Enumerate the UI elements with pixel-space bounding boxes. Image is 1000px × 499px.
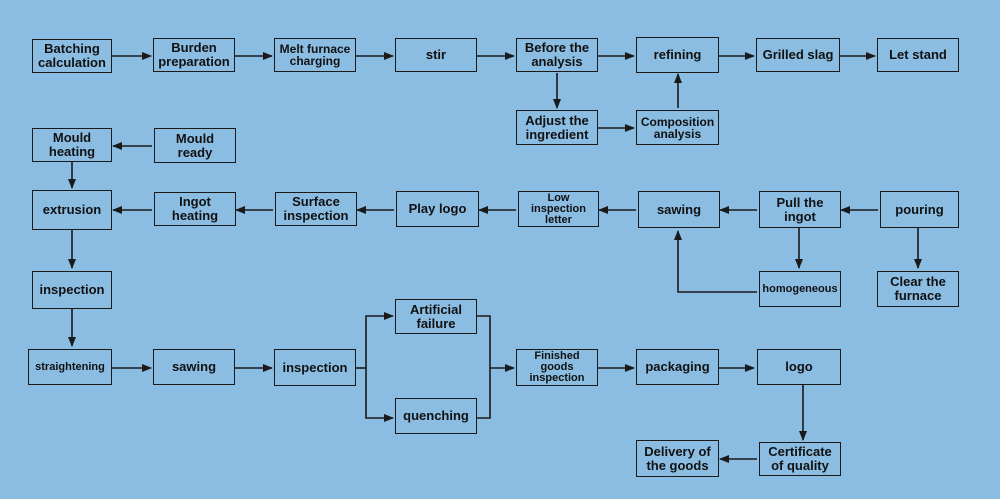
node-label: Melt furnace charging	[279, 42, 351, 68]
node-burden-preparation: Burden preparation	[153, 38, 235, 72]
node-inspection-left: inspection	[32, 271, 112, 309]
node-label: quenching	[403, 408, 469, 423]
node-pull-ingot: Pull the ingot	[759, 191, 841, 228]
node-label: inspection	[39, 282, 105, 297]
node-stir: stir	[395, 38, 477, 72]
node-label: Batching calculation	[38, 41, 106, 70]
node-label: refining	[653, 47, 702, 62]
node-label: Ingot heating	[171, 194, 219, 223]
node-label: Clear the furnace	[890, 274, 946, 303]
node-quenching: quenching	[395, 398, 477, 434]
node-label: stir	[425, 47, 447, 62]
node-certificate-of-quality: Certificate of quality	[759, 442, 841, 476]
node-refining: refining	[636, 37, 719, 73]
node-label: homogeneous	[762, 282, 838, 295]
node-homogeneous: homogeneous	[759, 271, 841, 307]
node-label: Surface inspection	[283, 194, 349, 223]
line-artificial-merge	[477, 315, 491, 368]
arrow-branch-to-quenching	[365, 368, 394, 422]
node-grilled-slag: Grilled slag	[756, 38, 840, 72]
node-batching-calculation: Batching calculation	[32, 39, 112, 73]
node-sawing-upper: sawing	[638, 191, 720, 228]
node-label: Pull the ingot	[776, 194, 824, 224]
node-label: sawing	[656, 201, 702, 217]
node-melt-furnace-charging: Melt furnace charging	[274, 38, 356, 72]
node-label: packaging	[645, 359, 710, 374]
node-mould-ready: Mould ready	[154, 128, 236, 163]
node-low-inspection-letter: Low inspection letter	[518, 191, 599, 227]
node-label: Artificial failure	[409, 301, 462, 331]
node-label: Certificate of quality	[768, 444, 832, 473]
node-label: Play logo	[408, 201, 467, 216]
node-label: sawing	[171, 359, 217, 374]
node-label: Before the analysis	[524, 40, 590, 69]
node-label: extrusion	[42, 202, 102, 217]
node-artificial-failure: Artificial failure	[395, 299, 477, 334]
node-label: Let stand	[889, 47, 947, 62]
node-clear-furnace: Clear the furnace	[877, 271, 959, 307]
node-pouring: pouring	[880, 191, 959, 228]
node-label: Finished goods inspection	[529, 350, 585, 384]
node-finished-goods-inspection: Finished goods inspection	[516, 349, 598, 386]
node-label: Low inspection letter	[530, 191, 586, 226]
node-label: pouring	[895, 201, 944, 217]
node-label: Delivery of the goods	[644, 443, 711, 473]
node-before-analysis: Before the analysis	[516, 38, 598, 72]
node-packaging: packaging	[636, 349, 719, 385]
node-label: Grilled slag	[762, 47, 834, 62]
arrow-homog-to-sawing	[674, 230, 757, 293]
node-play-logo: Play logo	[396, 191, 479, 227]
node-mould-heating: Mould heating	[32, 128, 112, 162]
node-extrusion: extrusion	[32, 190, 112, 230]
line-quenching-merge	[477, 368, 491, 419]
node-label: Mould ready	[175, 130, 215, 160]
node-delivery-of-goods: Delivery of the goods	[636, 440, 719, 477]
arrow-branch-to-artificial	[365, 312, 394, 368]
node-label: logo	[785, 359, 813, 374]
node-sawing-lower: sawing	[153, 349, 235, 385]
node-straightening: straightening	[28, 349, 112, 385]
node-logo: logo	[757, 349, 841, 385]
node-let-stand: Let stand	[877, 38, 959, 72]
node-label: inspection	[282, 359, 348, 375]
node-label: Mould heating	[48, 130, 96, 159]
node-label: Burden preparation	[158, 40, 230, 69]
node-composition-analysis: Composition analysis	[636, 110, 719, 145]
node-surface-inspection: Surface inspection	[275, 192, 357, 226]
node-label: Composition analysis	[640, 114, 715, 141]
node-adjust-ingredient: Adjust the ingredient	[516, 110, 598, 145]
node-label: Adjust the ingredient	[525, 112, 589, 142]
node-inspection-lower: inspection	[274, 349, 356, 386]
node-ingot-heating: Ingot heating	[154, 192, 236, 226]
node-label: straightening	[35, 360, 105, 373]
